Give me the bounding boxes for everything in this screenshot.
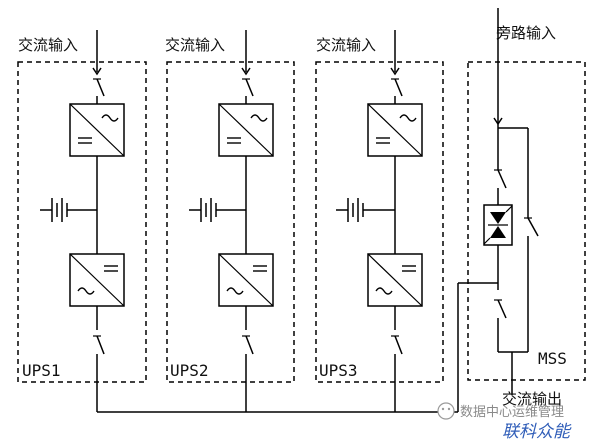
ups3-inverter <box>367 253 423 307</box>
ups2-enclosure <box>166 61 295 383</box>
ups3-module: 交流输入 <box>315 30 444 412</box>
ups2-output-switch <box>245 335 254 355</box>
ups2-inverter <box>218 253 274 307</box>
mss-tag: MSS <box>538 349 567 368</box>
ups1-output-switch <box>96 335 105 355</box>
bypass-input-label: 旁路输入 <box>496 24 556 42</box>
ups2-tag: UPS2 <box>170 361 209 380</box>
static-bypass-switch <box>497 169 507 189</box>
ups1-module: 交流输入 <box>17 30 147 412</box>
ups3-rectifier <box>367 103 423 157</box>
ups3-output-switch <box>394 335 403 355</box>
ups1-inverter <box>69 253 125 307</box>
watermark: 数据中心运维管理 联科众能 <box>437 402 572 442</box>
watermark-text: 数据中心运维管理 <box>460 405 564 420</box>
brand-logo: 联科众能 <box>502 422 572 442</box>
ups2-rectifier <box>218 103 274 157</box>
ups3-tag: UPS3 <box>319 361 358 380</box>
static-switch-thyristor-icon <box>483 204 513 246</box>
ac-output-label: 交流输出 <box>502 390 562 408</box>
ups2-battery-icon <box>189 198 246 222</box>
mss-enclosure <box>467 61 586 381</box>
ups2-ac-input-label: 交流输入 <box>165 36 225 54</box>
mss-bypass-module: 旁路输入 MSS 交流输出 <box>457 8 586 412</box>
ups2-input-switch <box>245 78 254 97</box>
ups2-module: 交流输入 <box>165 30 295 412</box>
ups3-ac-input-label: 交流输入 <box>316 36 376 54</box>
ups3-enclosure <box>315 61 444 383</box>
ups1-battery-icon <box>40 198 97 222</box>
ups1-tag: UPS1 <box>22 361 61 380</box>
ups1-input-switch <box>96 78 105 97</box>
ups1-ac-input-label: 交流输入 <box>18 36 78 54</box>
ups3-input-switch <box>394 78 403 97</box>
wechat-icon <box>437 402 455 420</box>
ups3-battery-icon <box>336 198 395 222</box>
ups1-rectifier <box>69 103 125 157</box>
ups1-enclosure <box>17 61 147 383</box>
output-switch <box>497 299 507 319</box>
maintenance-bypass-switch <box>527 217 539 237</box>
